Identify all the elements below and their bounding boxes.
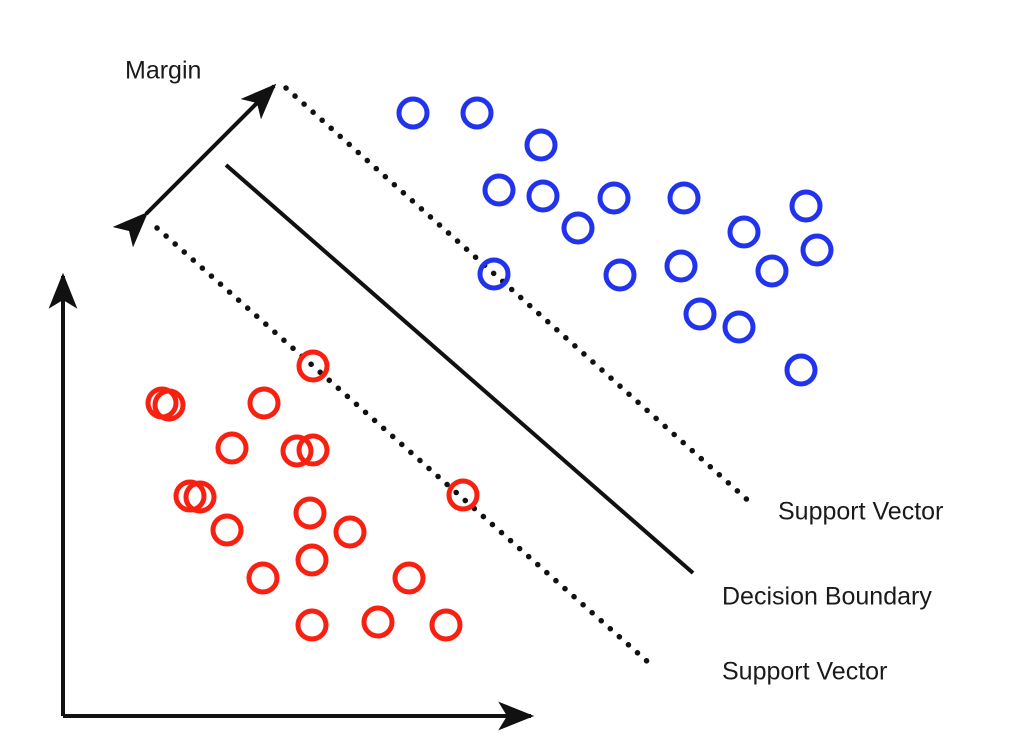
data-point-class-red-12 (295, 608, 329, 642)
support-vector-bottom-label: Support Vector (722, 658, 887, 686)
data-point-class-red-10 (295, 543, 329, 577)
data-point-class-blue-10 (603, 258, 637, 292)
data-point-class-blue-1 (460, 96, 494, 130)
data-point-class-red-7 (333, 515, 367, 549)
data-point-class-blue-5 (597, 181, 631, 215)
class-blue-points (396, 96, 834, 387)
data-point-class-blue-9 (477, 257, 511, 291)
data-point-class-red-8 (446, 478, 480, 512)
data-point-class-red-4 (296, 433, 330, 467)
data-point-class-red-3 (215, 431, 249, 465)
data-point-class-red-14 (392, 561, 426, 595)
data-point-class-red-18 (173, 479, 207, 513)
decision-boundary-line (224, 163, 695, 575)
data-point-class-red-9 (210, 513, 244, 547)
data-point-class-blue-13 (683, 297, 717, 331)
axes-group (48, 272, 535, 731)
data-point-class-red-13 (361, 605, 395, 639)
data-point-class-blue-11 (664, 249, 698, 283)
data-point-class-red-16 (152, 388, 186, 422)
data-point-class-blue-4 (526, 179, 560, 213)
data-point-class-red-15 (429, 608, 463, 642)
margin-label: Margin (125, 57, 201, 85)
data-point-class-blue-12 (755, 254, 789, 288)
data-point-class-blue-8 (727, 215, 761, 249)
decision-boundary-label: Decision Boundary (722, 583, 932, 611)
data-point-class-blue-7 (561, 211, 595, 245)
data-point-class-red-17 (280, 434, 314, 468)
class-red-points (145, 349, 480, 642)
data-point-class-blue-14 (722, 310, 756, 344)
margin-arrow (112, 83, 277, 248)
data-point-class-red-6 (293, 496, 327, 530)
data-point-class-blue-16 (800, 233, 834, 267)
data-point-class-blue-3 (482, 173, 516, 207)
support-vector-upper-line (283, 85, 755, 507)
data-point-class-blue-6 (667, 181, 701, 215)
data-point-class-red-1 (247, 386, 281, 420)
support-vector-lower-line (154, 225, 652, 666)
data-point-class-blue-0 (396, 96, 430, 130)
data-point-class-blue-17 (789, 189, 823, 223)
boundary-lines-group (154, 85, 755, 666)
data-point-class-red-2 (296, 349, 330, 383)
data-point-class-red-11 (246, 561, 280, 595)
data-point-class-blue-15 (784, 353, 818, 387)
support-vector-top-label: Support Vector (778, 498, 943, 526)
data-point-class-blue-2 (524, 128, 558, 162)
